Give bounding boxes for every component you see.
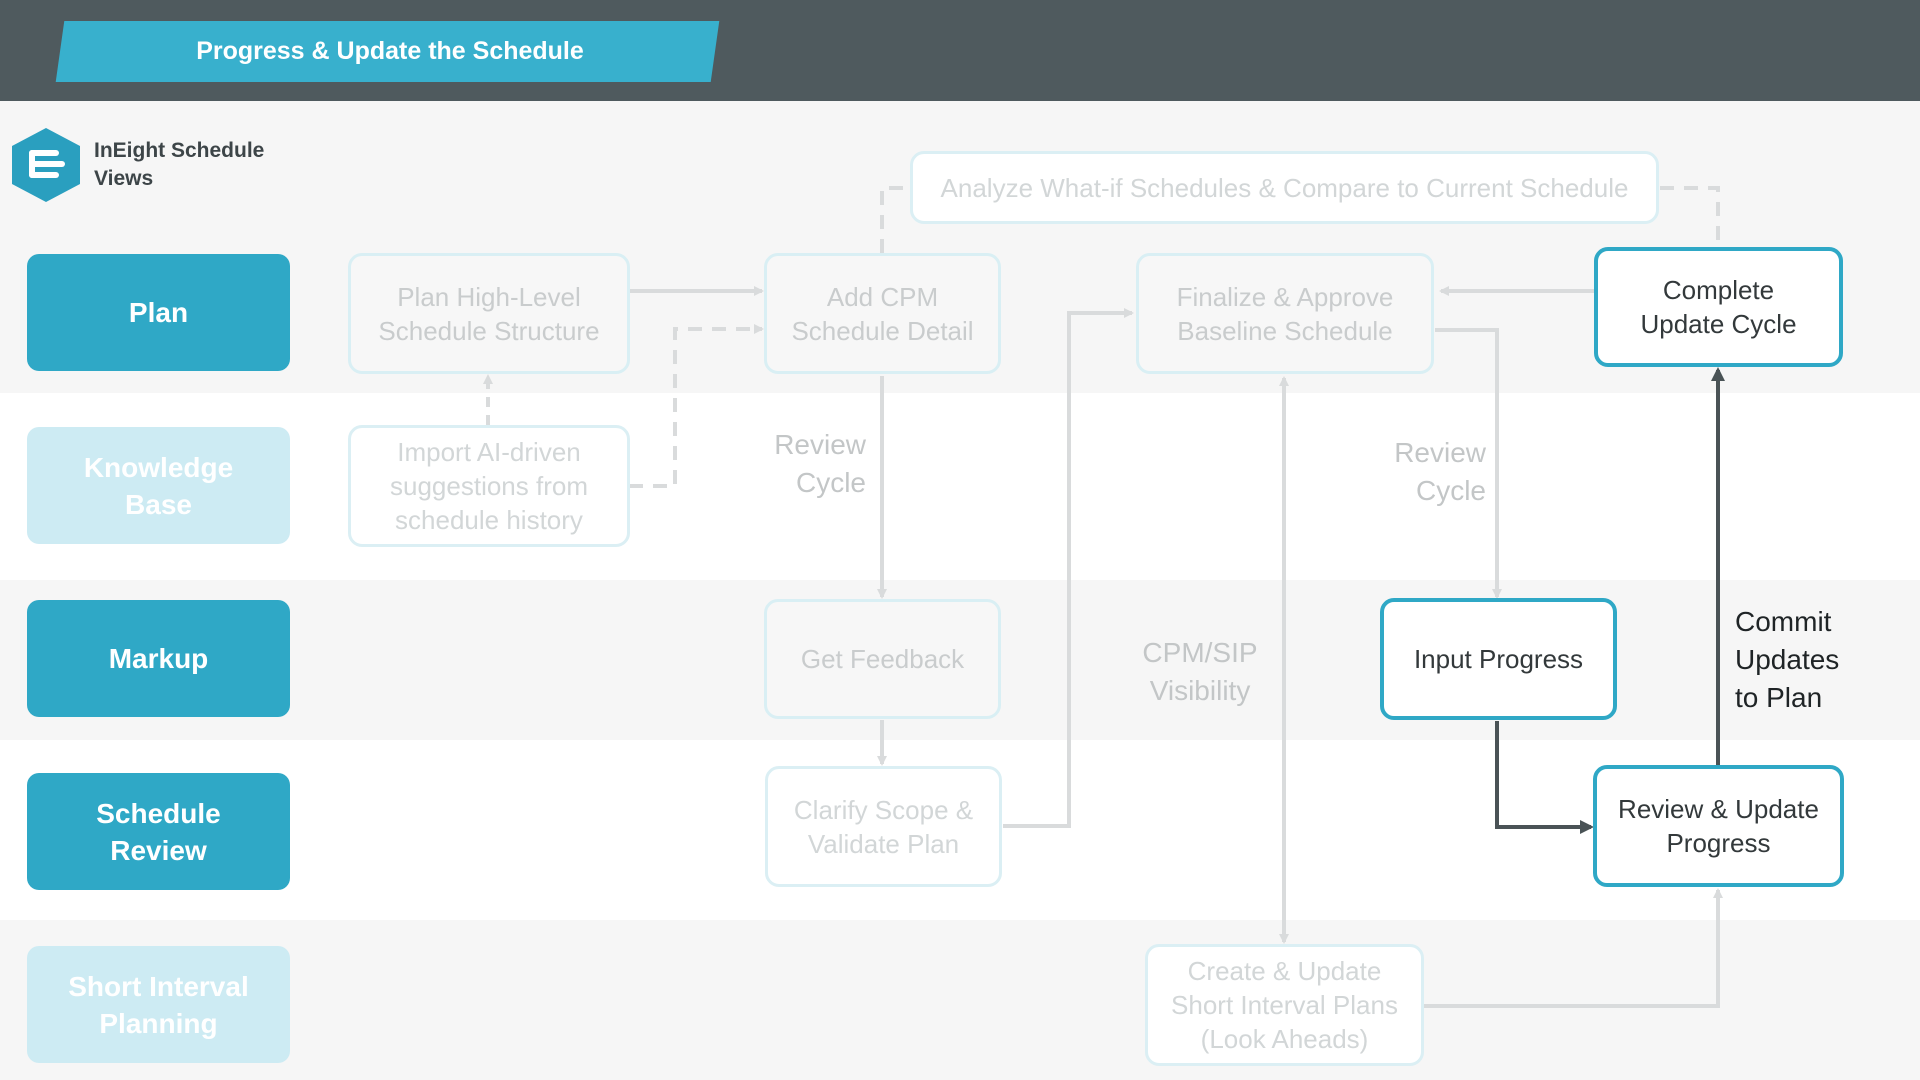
node-add-cpm[interactable]: Add CPM Schedule Detail — [764, 253, 1001, 374]
lane-short-interval-planning[interactable]: Short Interval Planning — [27, 946, 290, 1063]
node-clarify-scope[interactable]: Clarify Scope & Validate Plan — [765, 766, 1002, 887]
label-cpm-sip-visibility: CPM/SIP Visibility — [1142, 637, 1258, 706]
node-get-feedback[interactable]: Get Feedback — [764, 599, 1001, 719]
label-review-cycle-1: Review Cycle — [774, 429, 866, 498]
node-analyze-what-if[interactable]: Analyze What-if Schedules & Compare to C… — [910, 151, 1659, 224]
label-commit-updates: Commit Updates to Plan — [1735, 606, 1840, 713]
node-finalize-baseline[interactable]: Finalize & Approve Baseline Schedule — [1136, 253, 1434, 374]
node-review-update-progress[interactable]: Review & Update Progress — [1593, 765, 1844, 887]
node-input-progress[interactable]: Input Progress — [1380, 598, 1617, 720]
lane-knowledge-base[interactable]: Knowledge Base — [27, 427, 290, 544]
band-knowledge-base — [0, 393, 1920, 580]
page-title: Progress & Update the Schedule — [196, 37, 584, 65]
band-short-interval — [0, 920, 1920, 1080]
lane-plan[interactable]: Plan — [27, 254, 290, 371]
node-complete-update-cycle[interactable]: Complete Update Cycle — [1594, 247, 1843, 367]
node-import-ai-suggestions[interactable]: Import AI-driven suggestions from schedu… — [348, 425, 630, 547]
lane-markup[interactable]: Markup — [27, 600, 290, 717]
schedule-views-logo-icon — [12, 128, 80, 202]
node-create-sip[interactable]: Create & Update Short Interval Plans (Lo… — [1145, 944, 1424, 1066]
node-plan-high-level[interactable]: Plan High-Level Schedule Structure — [348, 253, 630, 374]
label-review-cycle-2: Review Cycle — [1394, 437, 1486, 506]
brand-name: InEight Schedule Views — [94, 139, 265, 190]
lane-schedule-review[interactable]: Schedule Review — [27, 773, 290, 890]
